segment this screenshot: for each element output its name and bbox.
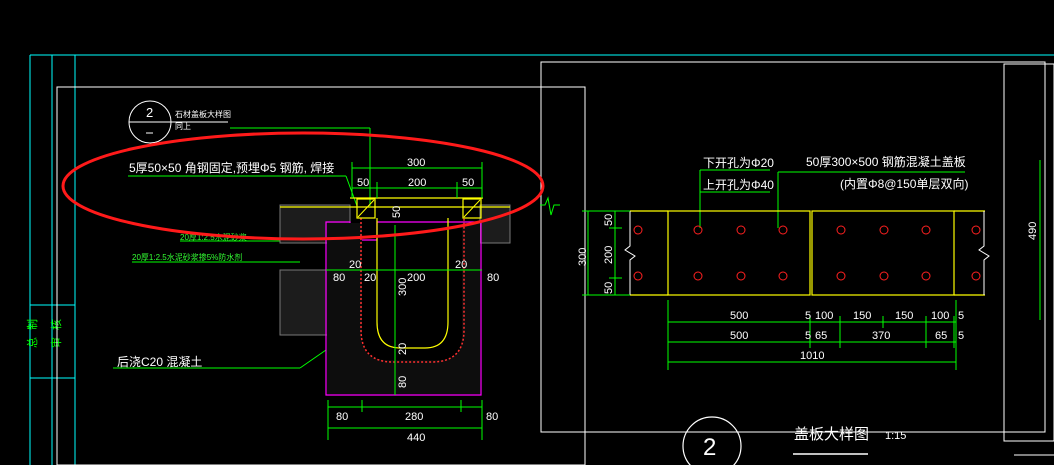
plate-dim-mid: 200 (603, 246, 615, 264)
plate-dim-top: 50 (603, 214, 615, 226)
channel-section-view: 2 石材盖板大样图 同上 5厚50×50 角钢固定,预埋Φ5 钢筋, 焊接 20… (113, 100, 560, 444)
concrete-note: 后浇C20 混凝土 (117, 354, 202, 369)
plate-index-number: 2 (703, 434, 716, 461)
dim-depth: 300 (397, 278, 409, 296)
dim-left-plaster-b: 20 (364, 272, 376, 284)
plate-dim-r2-4: 65 (935, 330, 947, 342)
plate-title: 盖板大样图 (794, 425, 869, 443)
dim-bottom-right: 80 (486, 411, 498, 423)
plate-bottom-dims (667, 300, 957, 370)
plate-holes (633, 225, 981, 281)
plate-dim-r2-0: 500 (730, 330, 748, 342)
plate-break-left (624, 211, 636, 295)
highlight-ellipse (61, 131, 545, 241)
plate-dim-bottom: 50 (603, 282, 615, 294)
inner-channel (360, 218, 465, 363)
hole-top-note: 上开孔为Φ40 (703, 178, 774, 192)
plate-outlines (630, 210, 985, 296)
plate-dim-r2-1: 5 (805, 330, 811, 342)
section-leaders (113, 127, 371, 369)
dim-bottom-mid: 280 (405, 411, 423, 423)
angle-steel-note: 5厚50×50 角钢固定,预埋Φ5 钢筋, 焊接 (129, 160, 334, 175)
plate-dim-total: 1010 (800, 350, 824, 362)
dim-right-plaster: 20 (455, 259, 467, 271)
hole-bottom-note: 下开孔为Φ20 (703, 156, 774, 170)
plate-left-dims (582, 210, 630, 296)
far-right-frame (1003, 63, 1054, 442)
plate-dim-r1-6: 5 (958, 310, 964, 322)
dim-top-mid: 200 (408, 177, 426, 189)
section-index-note-top: 石材盖板大样图 (175, 109, 231, 119)
plate-break-right (978, 211, 990, 295)
plate-scale: 1:15 (885, 430, 906, 442)
left-drawing-frame (56, 86, 586, 465)
plate-dim-r2-3: 370 (872, 330, 890, 342)
concrete-fill (327, 223, 480, 394)
plate-dim-overall: 300 (577, 248, 589, 266)
plate-dim-r2-5: 5 (958, 330, 964, 342)
section-index-note-bottom: 同上 (175, 122, 191, 131)
dim-top-overall: 300 (407, 157, 425, 169)
section-dim-lines (326, 162, 483, 440)
rebar-note: (内置Φ8@150单层双向) (840, 176, 968, 191)
plate-title-block: 2 盖板大样图 1:15 (682, 416, 906, 465)
plate-dim-r1-1: 5 (805, 310, 811, 322)
plate-dim-r1-4: 150 (895, 310, 913, 322)
side-label-0: 总 (25, 337, 39, 348)
cover-plate-view: 下开孔为Φ20 上开孔为Φ40 50厚300×500 钢筋混凝土盖板 (内置Φ8… (577, 154, 1041, 465)
plate-note: 50厚300×500 钢筋混凝土盖板 (806, 154, 966, 169)
mortar-note-2: 20厚1:2.5水泥砂浆掺5%防水剂 (132, 252, 242, 262)
dim-top-left: 50 (357, 177, 369, 189)
dim-bottom-overall: 440 (407, 432, 425, 444)
far-right-dim: 490 (1027, 222, 1039, 240)
plate-dim-r1-3: 150 (853, 310, 871, 322)
side-strip-labels: 总 制 审 核 (25, 319, 63, 348)
dim-lid-thickness: 50 (391, 206, 403, 218)
plate-dim-r1-2: 100 (815, 310, 833, 322)
dim-base: 80 (397, 376, 409, 388)
dim-bottom-left: 80 (336, 411, 348, 423)
dim-bottom-plaster: 20 (397, 343, 409, 355)
dim-left-plaster-a: 20 (349, 259, 361, 271)
dim-right-wall: 80 (487, 272, 499, 284)
right-drawing-frame (540, 61, 1046, 433)
mortar-note-1: 20厚1:2.5水泥砂浆 (180, 232, 247, 242)
dim-top-right: 50 (462, 177, 474, 189)
plate-leaders (699, 169, 965, 228)
plate-dim-r1-0: 500 (730, 310, 748, 322)
side-label-1: 制 (26, 319, 39, 330)
plate-dim-r2-2: 65 (815, 330, 827, 342)
section-index-number: 2 (146, 105, 153, 120)
side-label-3: 核 (49, 319, 63, 330)
cover-and-angles (280, 197, 510, 219)
section-index-symbol: 2 石材盖板大样图 同上 (128, 100, 231, 144)
plate-dim-r1-5: 100 (931, 310, 949, 322)
dim-left-wall: 80 (333, 272, 345, 284)
sheet-frame (29, 54, 1054, 465)
break-line (540, 196, 560, 216)
dim-inner-width: 200 (407, 272, 425, 284)
side-label-2: 审 (49, 337, 63, 348)
